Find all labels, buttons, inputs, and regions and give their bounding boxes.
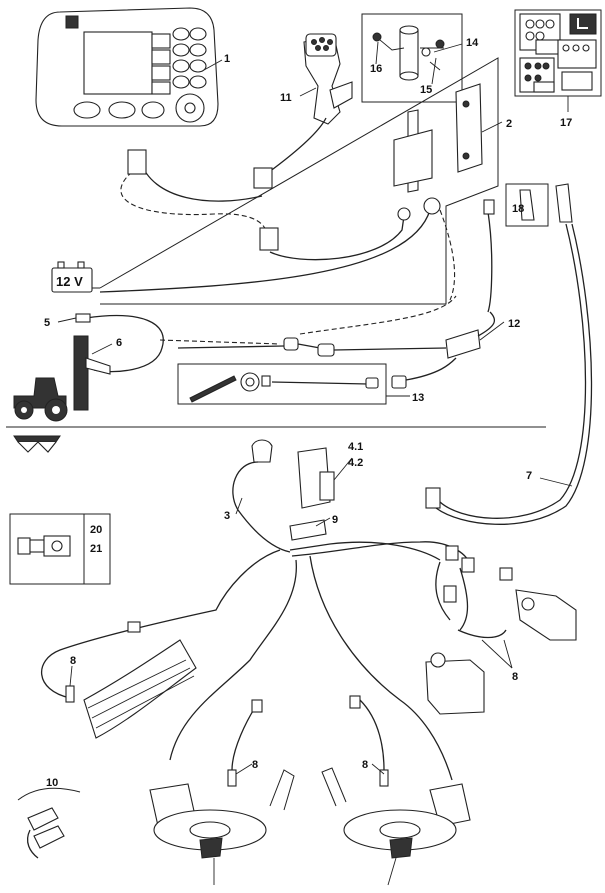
callout-14: 14 bbox=[466, 37, 479, 49]
callout-15: 15 bbox=[420, 84, 432, 96]
callout-11: 11 bbox=[280, 92, 292, 104]
terminal-keypad bbox=[172, 27, 207, 89]
callout-6: 6 bbox=[116, 337, 122, 349]
sensor-part-inset bbox=[505, 183, 573, 227]
callout-5: 5 bbox=[44, 317, 50, 329]
spreader-icon bbox=[13, 435, 61, 453]
callout-17: 17 bbox=[560, 117, 572, 129]
sensor-8-left bbox=[227, 769, 237, 787]
callout-20: 20 bbox=[90, 524, 102, 536]
callout-18: 18 bbox=[512, 203, 524, 215]
callout-4-1: 4.1 bbox=[348, 441, 363, 453]
callout-1: 1 bbox=[224, 53, 230, 65]
callout-10: 10 bbox=[46, 777, 58, 789]
callout-3: 3 bbox=[224, 510, 230, 522]
kit-13-box bbox=[177, 357, 457, 405]
cable-7 bbox=[425, 223, 593, 525]
callout-8-left-disc: 8 bbox=[252, 759, 258, 771]
spreader-disc-left bbox=[149, 769, 295, 885]
callout-9: 9 bbox=[332, 514, 338, 526]
mounting-inset-box bbox=[361, 13, 463, 103]
callout-21: 21 bbox=[90, 543, 102, 555]
part-10-connectors bbox=[17, 787, 81, 859]
spreader-disc-right bbox=[321, 767, 471, 886]
cab-wiring bbox=[99, 117, 495, 313]
joystick bbox=[303, 33, 353, 125]
callout-7: 7 bbox=[526, 470, 532, 482]
connector-inset bbox=[9, 513, 111, 585]
callout-4-2: 4.2 bbox=[348, 457, 363, 469]
cable-12-assembly bbox=[75, 295, 496, 373]
bracket-6 bbox=[73, 335, 111, 411]
callout-8-left-arm: 8 bbox=[70, 655, 76, 667]
battery-label: 12 V bbox=[56, 274, 83, 289]
sensor-8-right bbox=[379, 769, 389, 787]
sensor-8-left-arm bbox=[65, 639, 197, 739]
control-terminal bbox=[35, 7, 219, 127]
callout-8-right-disc: 8 bbox=[362, 759, 368, 771]
callout-16: 16 bbox=[370, 63, 382, 75]
callout-2: 2 bbox=[506, 118, 512, 130]
battery: 12 V bbox=[51, 261, 93, 293]
leader-lines bbox=[57, 41, 573, 775]
mounting-bracket bbox=[393, 83, 483, 193]
callout-13: 13 bbox=[412, 392, 424, 404]
decal-set bbox=[514, 9, 602, 97]
callout-labels: 1 11 14 15 16 17 2 18 12 5 6 13 4.1 4.2 … bbox=[44, 37, 572, 789]
spreader-harness bbox=[41, 439, 577, 781]
callout-12: 12 bbox=[508, 318, 520, 330]
tractor-icon bbox=[13, 377, 68, 422]
callout-8-right-group: 8 bbox=[512, 671, 518, 683]
